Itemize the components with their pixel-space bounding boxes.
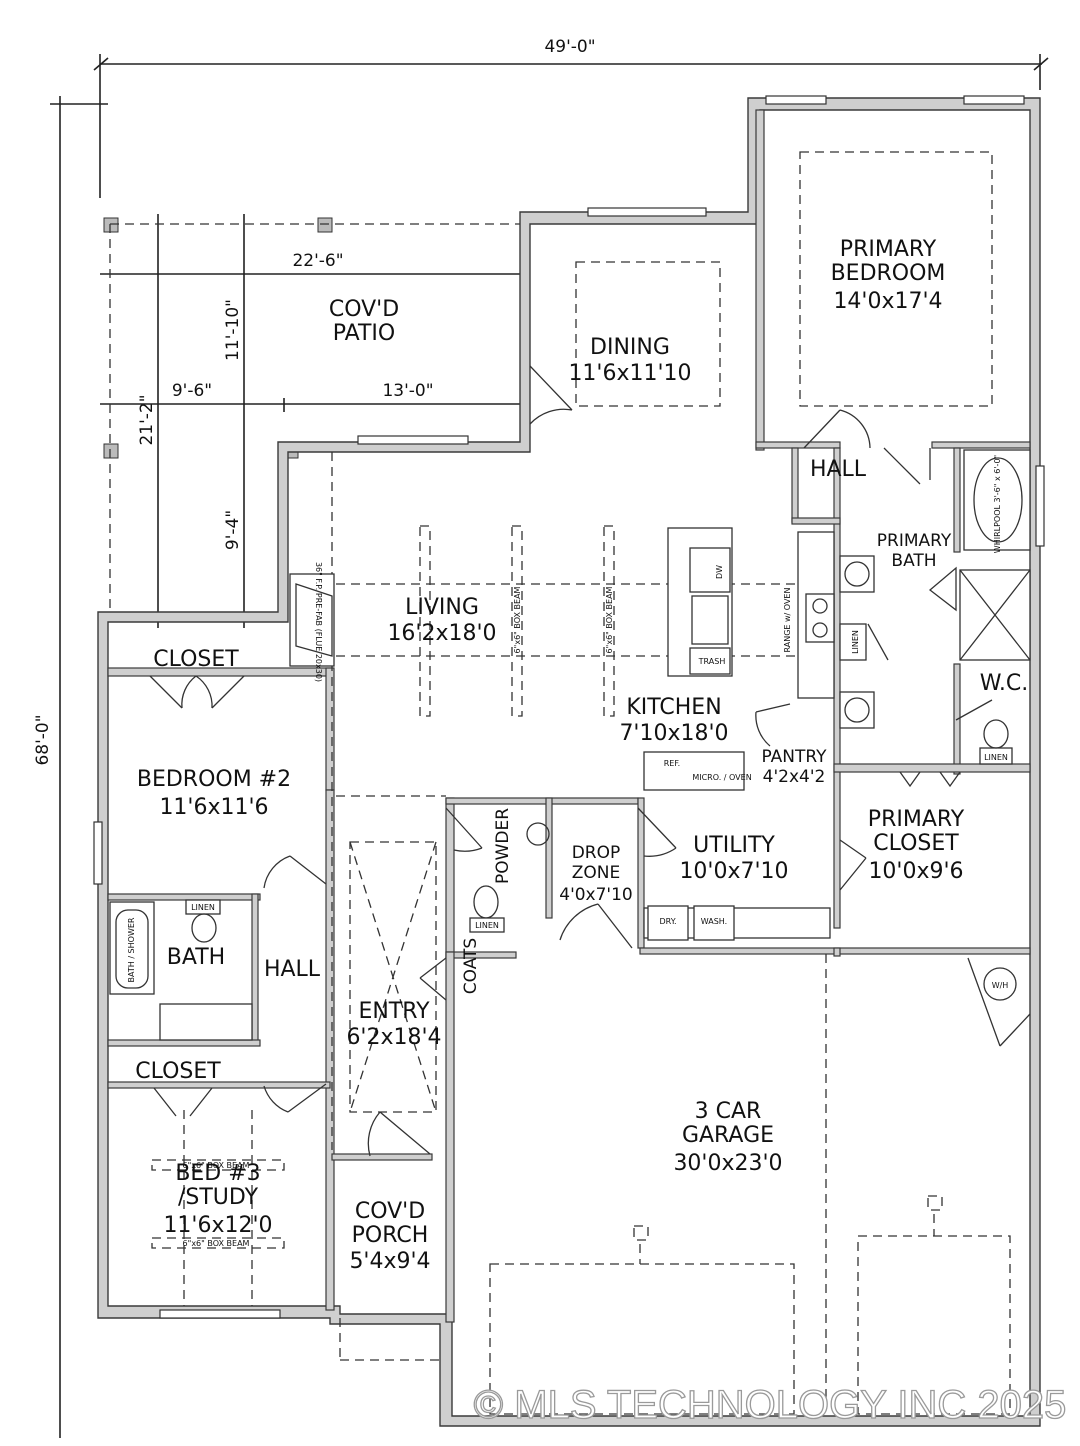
dishwasher-label: DW (715, 565, 724, 579)
watermark: © MLS TECHNOLOGY INC 2025 (474, 1383, 1067, 1427)
room-bed3-name: BED #3/STUDY (175, 1161, 260, 1210)
room-pantry-size: 4'2x4'2 (763, 767, 826, 787)
room-closet-top: CLOSET (153, 647, 239, 672)
room-coats: COATS (461, 938, 481, 994)
room-hall-left: HALL (264, 957, 321, 982)
room-living-name: LIVING (405, 595, 479, 620)
room-primary-closet-size: 10'0x9'6 (868, 859, 963, 884)
dim-living-offset: 13'-0" (382, 381, 433, 401)
room-utility-size: 10'0x7'10 (679, 859, 788, 884)
dim-left-offset: 9'-6" (172, 381, 212, 401)
room-wc: W.C. (980, 671, 1029, 696)
dim-overall-width: 49'-0" (544, 37, 595, 57)
room-hall-primary: HALL (810, 457, 867, 482)
dim-living-depth: 9'-4" (223, 510, 243, 550)
beam-label-4: 6"x6" BOX BEAM (183, 1239, 250, 1248)
dim-patio-depth: 11'-10" (223, 299, 243, 361)
bath-fixtures: BATH / SHOWER LINEN (109, 899, 253, 1041)
range-label: RANGE w/ OVEN (783, 588, 792, 653)
room-closet-bottom: CLOSET (135, 1059, 221, 1084)
water-heater-label: W/H (992, 981, 1009, 990)
dimension-lines: 49'-0" 68'-0" 22'-6" 21'-2" 11'-10" 9'-4… (33, 37, 1049, 1438)
room-bed3-size: 11'6x12'0 (163, 1213, 272, 1238)
dashed-outlines (151, 151, 1011, 1415)
tub-label: BATH / SHOWER (127, 917, 136, 982)
beam-label-1: 6"x6" BOX BEAM (513, 586, 522, 653)
beam-label-2: 6"x6" BOX BEAM (605, 586, 614, 653)
room-porch-size: 5'4x9'4 (349, 1249, 430, 1274)
room-powder: POWDER (493, 808, 513, 884)
room-kitchen-name: KITCHEN (626, 695, 721, 720)
door-swings (149, 365, 1031, 1157)
room-pantry-name: PANTRY (761, 747, 827, 767)
linen-label-2: LINEN (984, 753, 1008, 762)
ref-label: REF. (664, 759, 680, 768)
powder-fixtures: LINEN (469, 822, 550, 933)
beam-labels: 6"x6" BOX BEAM 6"x6" BOX BEAM 6"x6" BOX … (183, 586, 614, 1248)
room-bedroom2-name: BEDROOM #2 (137, 767, 291, 792)
dim-patio-width: 22'-6" (292, 251, 343, 271)
micro-label: MICRO. / OVEN (692, 773, 751, 782)
patio-line1: COV'D (329, 297, 399, 322)
linen-label-4: LINEN (191, 903, 215, 912)
fireplace-label: 36" F.P. PRE-FAB (FLUE 20x30) (314, 562, 323, 682)
beam-label-3: 6"x6" BOX BEAM (183, 1161, 250, 1170)
room-drop-zone-size: 4'0x7'10 (559, 885, 633, 905)
trash-label: TRASH (698, 657, 726, 666)
room-entry-name: ENTRY (358, 999, 430, 1024)
exterior-walls (97, 97, 1041, 1427)
room-utility-name: UTILITY (693, 833, 775, 858)
fireplace: 36" F.P. PRE-FAB (FLUE 20x30) (289, 562, 335, 682)
primary-bath-fixtures: WHIRLPOOL 3'-6" x 6'-0" LINEN LINEN (839, 449, 1031, 765)
dim-left-depth: 21'-2" (137, 394, 157, 445)
room-entry-size: 6'2x18'4 (346, 1025, 441, 1050)
windows (93, 95, 1045, 1319)
patio-posts (103, 217, 528, 616)
linen-label-3: LINEN (475, 921, 499, 930)
room-dining-size: 11'6x11'10 (568, 361, 691, 386)
kitchen-counters: RANGE w/ OVEN REF. MICRO. / OVEN (643, 531, 835, 791)
interior-walls (107, 109, 1031, 1323)
room-dining-name: DINING (590, 335, 670, 360)
utility-fixtures: DRY. WASH. W/H (643, 905, 1017, 1001)
room-kitchen-size: 7'10x18'0 (619, 721, 728, 746)
room-bath: BATH (167, 945, 225, 970)
room-living-size: 16'2x18'0 (387, 621, 496, 646)
linen-label-1: LINEN (851, 630, 860, 654)
washer-label: WASH. (701, 917, 727, 926)
dryer-label: DRY. (659, 917, 676, 926)
room-bedroom2-size: 11'6x11'6 (159, 795, 268, 820)
whirlpool-label: WHIRLPOOL 3'-6" x 6'-0" (993, 455, 1002, 553)
dim-overall-depth: 68'-0" (33, 714, 53, 765)
room-primary-bedroom-size: 14'0x17'4 (833, 289, 942, 314)
patio-line2: PATIO (333, 321, 395, 346)
room-garage-size: 30'0x23'0 (673, 1151, 782, 1176)
kitchen-island: DW TRASH (667, 527, 733, 677)
